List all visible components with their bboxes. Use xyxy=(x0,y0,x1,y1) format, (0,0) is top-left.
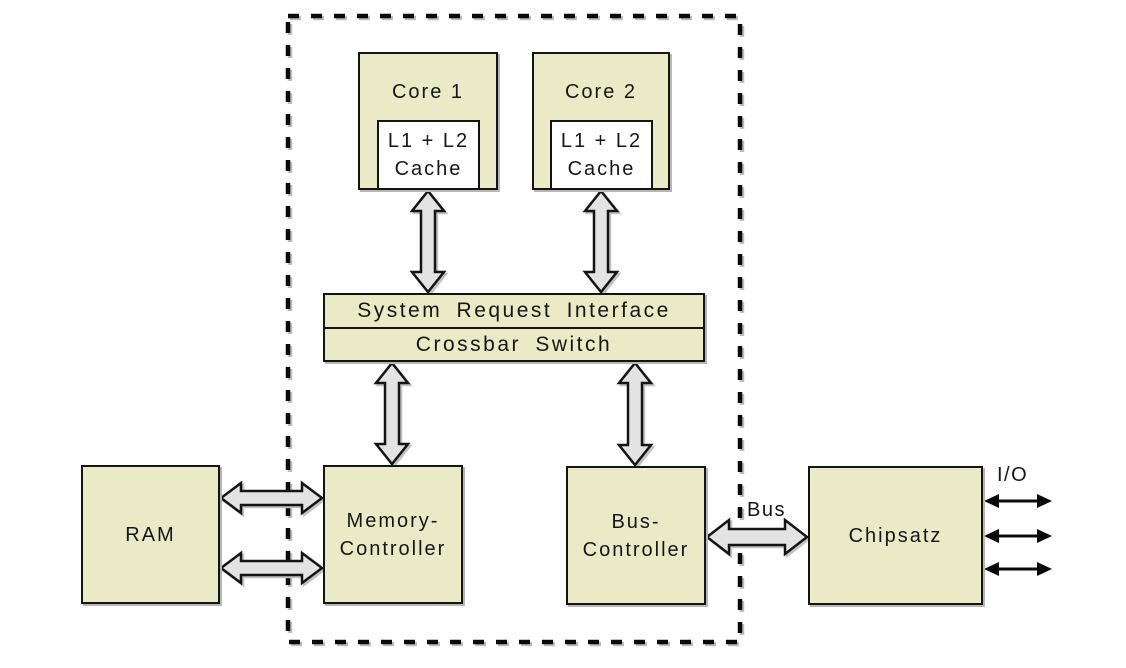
cache2-box: L1 + L2 Cache xyxy=(550,120,653,190)
cache1-line2: Cache xyxy=(394,158,463,180)
double-arrow-ram-memory-upper xyxy=(218,480,325,516)
ram-label: RAM xyxy=(125,523,176,546)
core2-label: Core 2 xyxy=(564,81,638,103)
double-arrow-crossbar-bus-controller xyxy=(616,360,654,468)
cache2-line1: L1 + L2 xyxy=(560,130,643,152)
io-label: I/O xyxy=(997,464,1029,486)
cache1-box: L1 + L2 Cache xyxy=(377,120,480,190)
double-arrow-cache2-sri xyxy=(582,188,620,295)
double-arrow-ram-memory-lower xyxy=(218,550,325,586)
io-arrow-3 xyxy=(984,562,1052,576)
double-arrow-cache1-sri xyxy=(409,188,447,295)
double-arrow-bus-controller-chipset xyxy=(704,517,810,557)
ram-box: RAM xyxy=(81,465,220,604)
crossbar-switch-box: Crossbar Switch xyxy=(323,327,705,362)
chipset-label: Chipsatz xyxy=(848,524,943,547)
cache2-line2: Cache xyxy=(567,158,636,180)
bus-controller-line1: Bus- xyxy=(611,510,661,533)
system-request-interface-box: System Request Interface xyxy=(323,293,705,329)
cpu-die-boundary-dashed-border xyxy=(285,13,743,645)
memory-controller-line1: Memory- xyxy=(346,509,440,532)
crossbar-switch-label: Crossbar Switch xyxy=(415,332,613,356)
system-request-interface-label: System Request Interface xyxy=(357,299,671,322)
memory-controller-box: Memory- Controller xyxy=(323,465,463,604)
cache1-line1: L1 + L2 xyxy=(387,130,470,152)
chipset-box: Chipsatz xyxy=(808,466,983,605)
double-arrow-crossbar-memory-controller xyxy=(373,360,411,467)
bus-controller-box: Bus- Controller xyxy=(566,466,706,605)
memory-controller-line2: Controller xyxy=(339,537,447,560)
io-arrow-1 xyxy=(984,494,1052,508)
io-arrow-2 xyxy=(984,529,1052,543)
bus-label: Bus xyxy=(747,499,786,521)
bus-controller-line2: Controller xyxy=(582,538,690,561)
core1-label: Core 1 xyxy=(391,81,465,103)
